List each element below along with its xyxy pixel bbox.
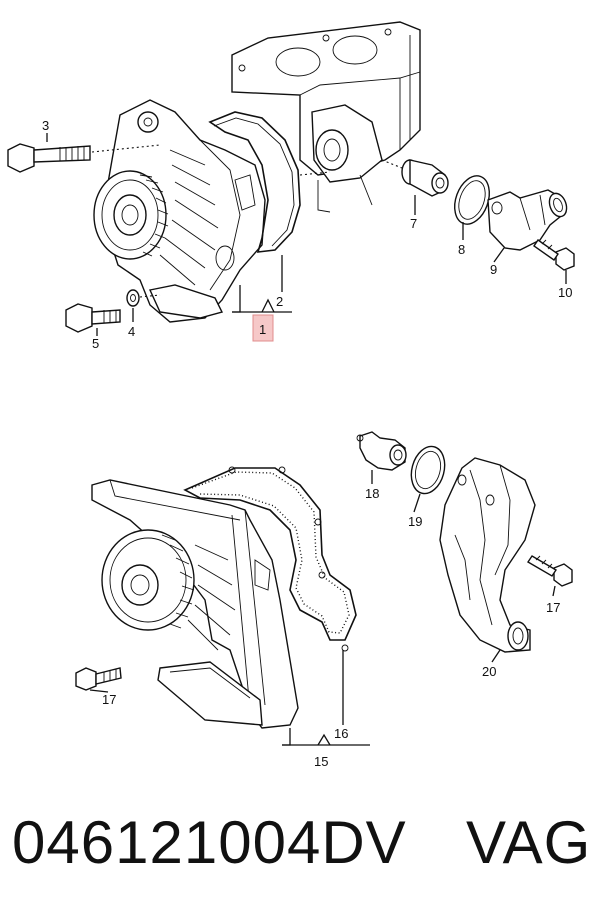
- gasket-16-drawing: [183, 466, 357, 652]
- coolant-flange-9-drawing: [487, 189, 568, 251]
- callout-17-right: 17: [546, 600, 560, 615]
- callout-18: 18: [365, 486, 379, 501]
- bolt-17-right-drawing: [527, 555, 573, 587]
- callout-1: 1: [259, 322, 266, 337]
- lower-leader-lines: [89, 470, 556, 746]
- callout-7: 7: [410, 216, 417, 231]
- coolant-housing-20-drawing: [439, 457, 536, 653]
- callout-10: 10: [558, 285, 572, 300]
- washer-4-drawing: [126, 289, 161, 307]
- callout-4: 4: [128, 324, 135, 339]
- bolt-3-drawing: [7, 143, 161, 173]
- o-ring-19-drawing: [410, 445, 446, 495]
- callout-9: 9: [490, 262, 497, 277]
- callout-2: 2: [276, 294, 283, 309]
- highlight-box-callout-1: [252, 314, 274, 342]
- bolt-17-left-drawing: [75, 667, 122, 691]
- callout-3: 3: [42, 118, 49, 133]
- thermostat-7-drawing: [381, 159, 449, 197]
- callout-8: 8: [458, 242, 465, 257]
- thermostat-18-drawing: [356, 431, 407, 471]
- callout-16: 16: [334, 726, 348, 741]
- upper-assembly: 3 5 4 2 1 7 8 9 10: [7, 21, 575, 351]
- water-pump-lower-drawing: [91, 479, 299, 729]
- upper-leader-lines: [46, 133, 567, 336]
- bolt-10-drawing: [533, 239, 575, 271]
- callout-19: 19: [408, 514, 422, 529]
- callout-17-left: 17: [102, 692, 116, 707]
- gasket-2-drawing: [208, 111, 331, 253]
- callout-15: 15: [314, 754, 328, 769]
- lower-assembly: 18 19 17 20 17 16 15: [75, 431, 573, 769]
- brand-label: VAG: [466, 809, 592, 876]
- bolt-5-drawing: [65, 303, 121, 333]
- water-pump-upper-drawing: [93, 99, 266, 323]
- engine-block-drawing: [231, 21, 421, 213]
- callout-5: 5: [92, 336, 99, 351]
- o-ring-8-drawing: [454, 175, 490, 225]
- part-number-label: 046121004DV: [12, 809, 407, 876]
- callout-20: 20: [482, 664, 496, 679]
